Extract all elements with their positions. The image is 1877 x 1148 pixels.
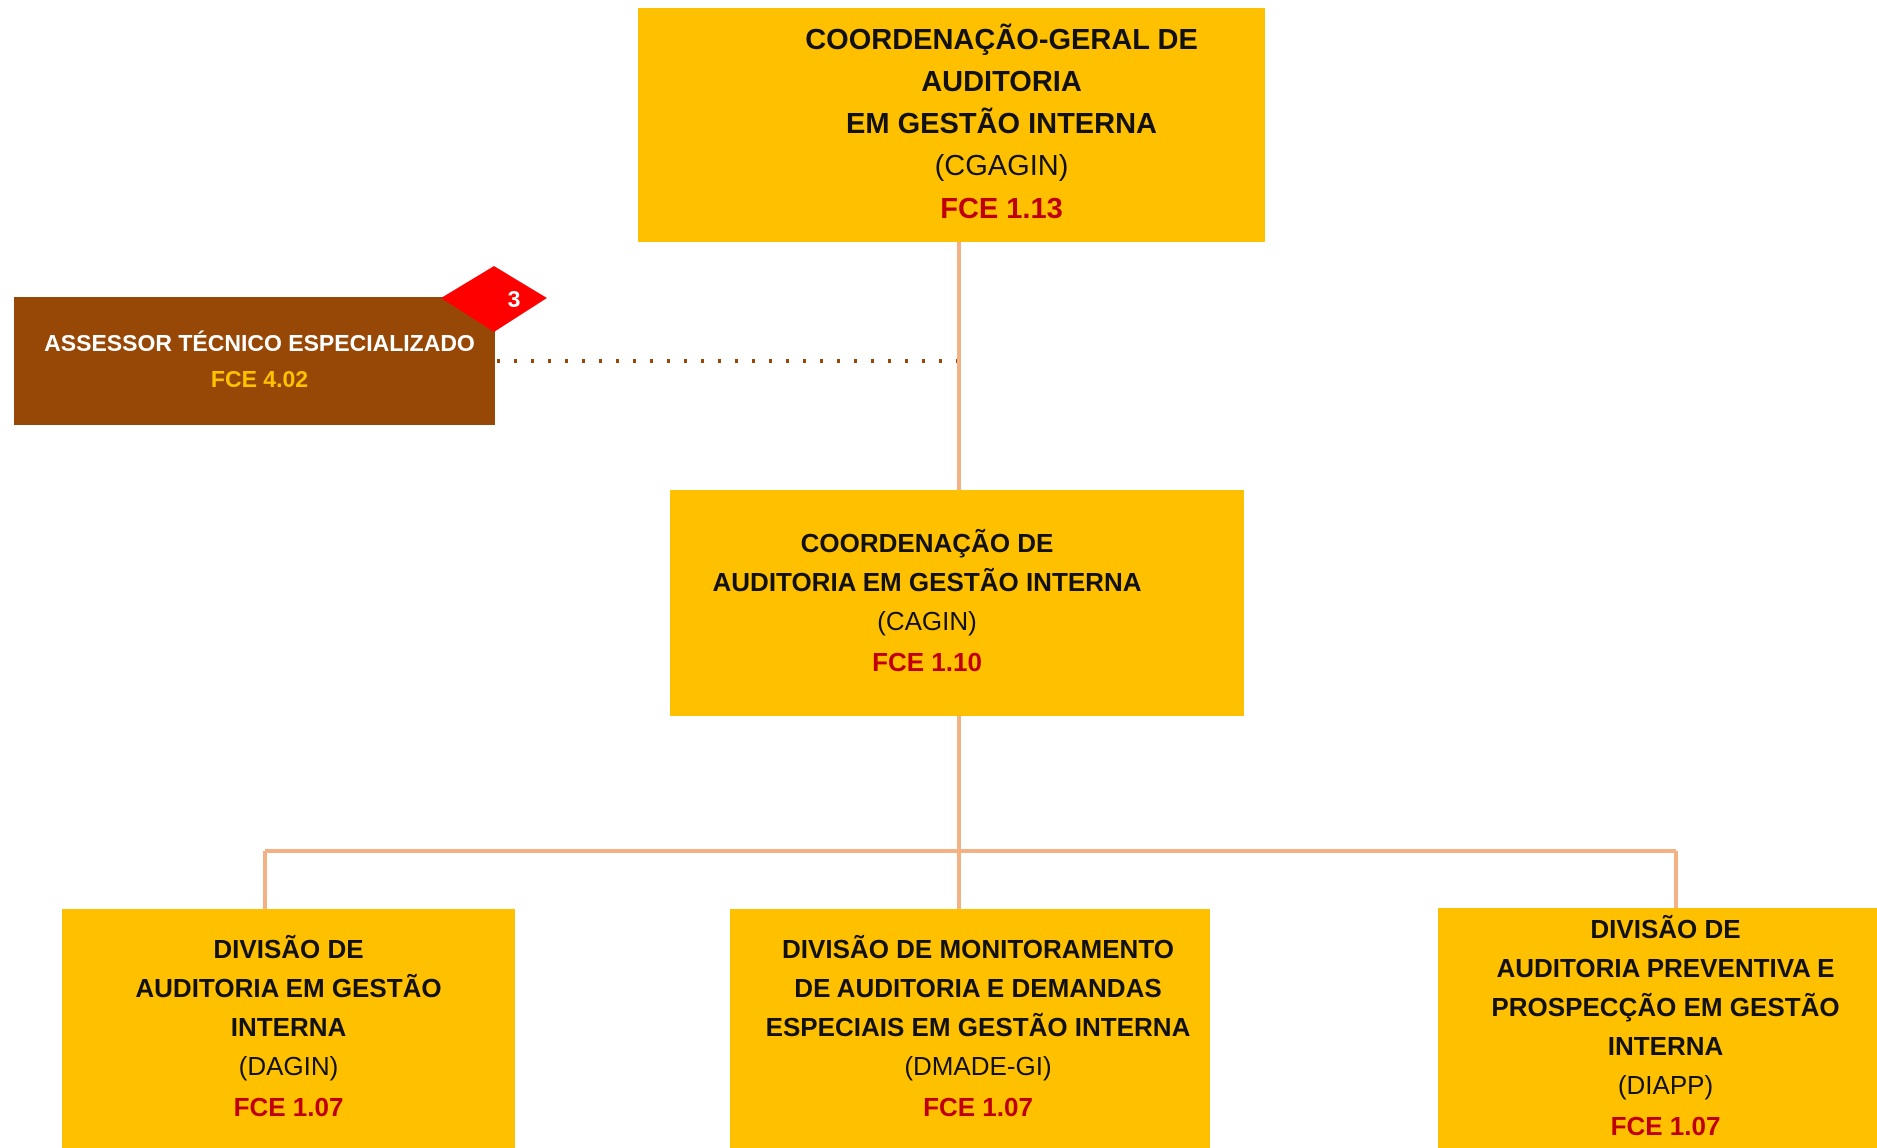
node-cagin: COORDENAÇÃO DE AUDITORIA EM GESTÃO INTER… bbox=[670, 490, 1244, 716]
cagin-title-line1: COORDENAÇÃO DE bbox=[800, 527, 1054, 558]
dmade-title-line1: DIVISÃO DE MONITORAMENTO bbox=[782, 933, 1174, 964]
count-badge-label: 3 bbox=[507, 286, 521, 312]
diapp-abbreviation: (DIAPP) bbox=[1617, 1069, 1714, 1100]
diapp-title-line3: PROSPECÇÃO EM GESTÃO bbox=[1491, 991, 1840, 1022]
dagin-title-line1: DIVISÃO DE bbox=[213, 933, 364, 964]
dmade-title-line3: ESPECIAIS EM GESTÃO INTERNA bbox=[765, 1011, 1191, 1042]
count-badge-diamond bbox=[441, 266, 547, 332]
node-cgagin: COORDENAÇÃO-GERAL DE AUDITORIA EM GESTÃO… bbox=[638, 8, 1265, 242]
diapp-title-line4: INTERNA bbox=[1607, 1030, 1724, 1061]
dmade-fce: FCE 1.07 bbox=[923, 1091, 1033, 1122]
cgagin-abbreviation: (CGAGIN) bbox=[934, 150, 1069, 182]
node-diapp: DIVISÃO DE AUDITORIA PREVENTIVA E PROSPE… bbox=[1438, 908, 1877, 1148]
dagin-title-line2: AUDITORIA EM GESTÃO bbox=[135, 972, 442, 1003]
node-assessor: ASSESSOR TÉCNICO ESPECIALIZADO FCE 4.02 bbox=[14, 297, 495, 425]
dagin-title-line3: INTERNA bbox=[230, 1011, 347, 1042]
node-dagin: DIVISÃO DE AUDITORIA EM GESTÃO INTERNA (… bbox=[62, 909, 515, 1148]
assessor-title: ASSESSOR TÉCNICO ESPECIALIZADO bbox=[44, 330, 475, 356]
diapp-fce: FCE 1.07 bbox=[1610, 1110, 1721, 1141]
dagin-abbreviation: (DAGIN) bbox=[238, 1050, 339, 1081]
dagin-fce: FCE 1.07 bbox=[233, 1091, 344, 1122]
cagin-abbreviation: (CAGIN) bbox=[877, 605, 977, 636]
dmade-abbreviation: (DMADE-GI) bbox=[904, 1050, 1052, 1081]
diapp-title-line2: AUDITORIA PREVENTIVA E bbox=[1496, 952, 1835, 983]
cgagin-title-line1: COORDENAÇÃO-GERAL DE AUDITORIA bbox=[805, 24, 1198, 98]
cagin-title-line2: AUDITORIA EM GESTÃO INTERNA bbox=[712, 566, 1142, 597]
cagin-fce: FCE 1.10 bbox=[872, 646, 982, 677]
diapp-title-line1: DIVISÃO DE bbox=[1590, 913, 1741, 944]
assessor-fce: FCE 4.02 bbox=[210, 366, 309, 392]
cgagin-title-line2: EM GESTÃO INTERNA bbox=[846, 108, 1157, 140]
cgagin-fce: FCE 1.13 bbox=[940, 193, 1063, 225]
dmade-title-line2: DE AUDITORIA E DEMANDAS bbox=[794, 972, 1162, 1003]
node-dmade-gi: DIVISÃO DE MONITORAMENTO DE AUDITORIA E … bbox=[730, 909, 1210, 1148]
